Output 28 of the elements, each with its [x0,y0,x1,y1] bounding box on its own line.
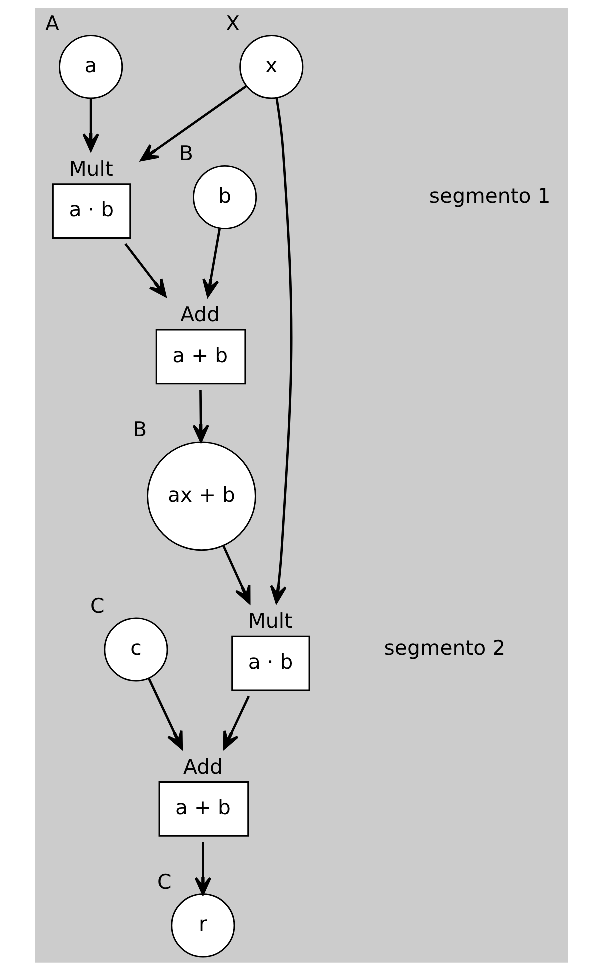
node-label: B [132,418,147,442]
arrow [222,546,250,604]
node-label: Mult [68,156,113,181]
node-circle: c [104,618,168,682]
arrow [140,85,247,162]
label: segmento 2 [384,636,506,660]
node-label: B [178,142,193,166]
arrow [192,390,209,443]
arrow [270,98,292,604]
node-circle: a [58,35,123,100]
arrow [82,98,99,152]
node-circle: r [170,894,235,958]
node-label: C [90,594,104,618]
node-label: C [156,870,172,894]
arrow [148,678,183,750]
label: segmento 1 [428,184,550,208]
node-label: Add [180,302,220,327]
node-circle: b [192,165,257,230]
node-label: Mult [248,609,292,634]
node-circle: ax + b [146,442,256,552]
arrow [202,228,221,298]
node-label: Add [183,754,222,779]
node-circle: x [239,35,304,100]
arrow [124,243,166,298]
node-label: X [226,11,240,36]
node-label: A [45,11,59,36]
arrow [194,842,212,896]
arrow [222,696,250,750]
